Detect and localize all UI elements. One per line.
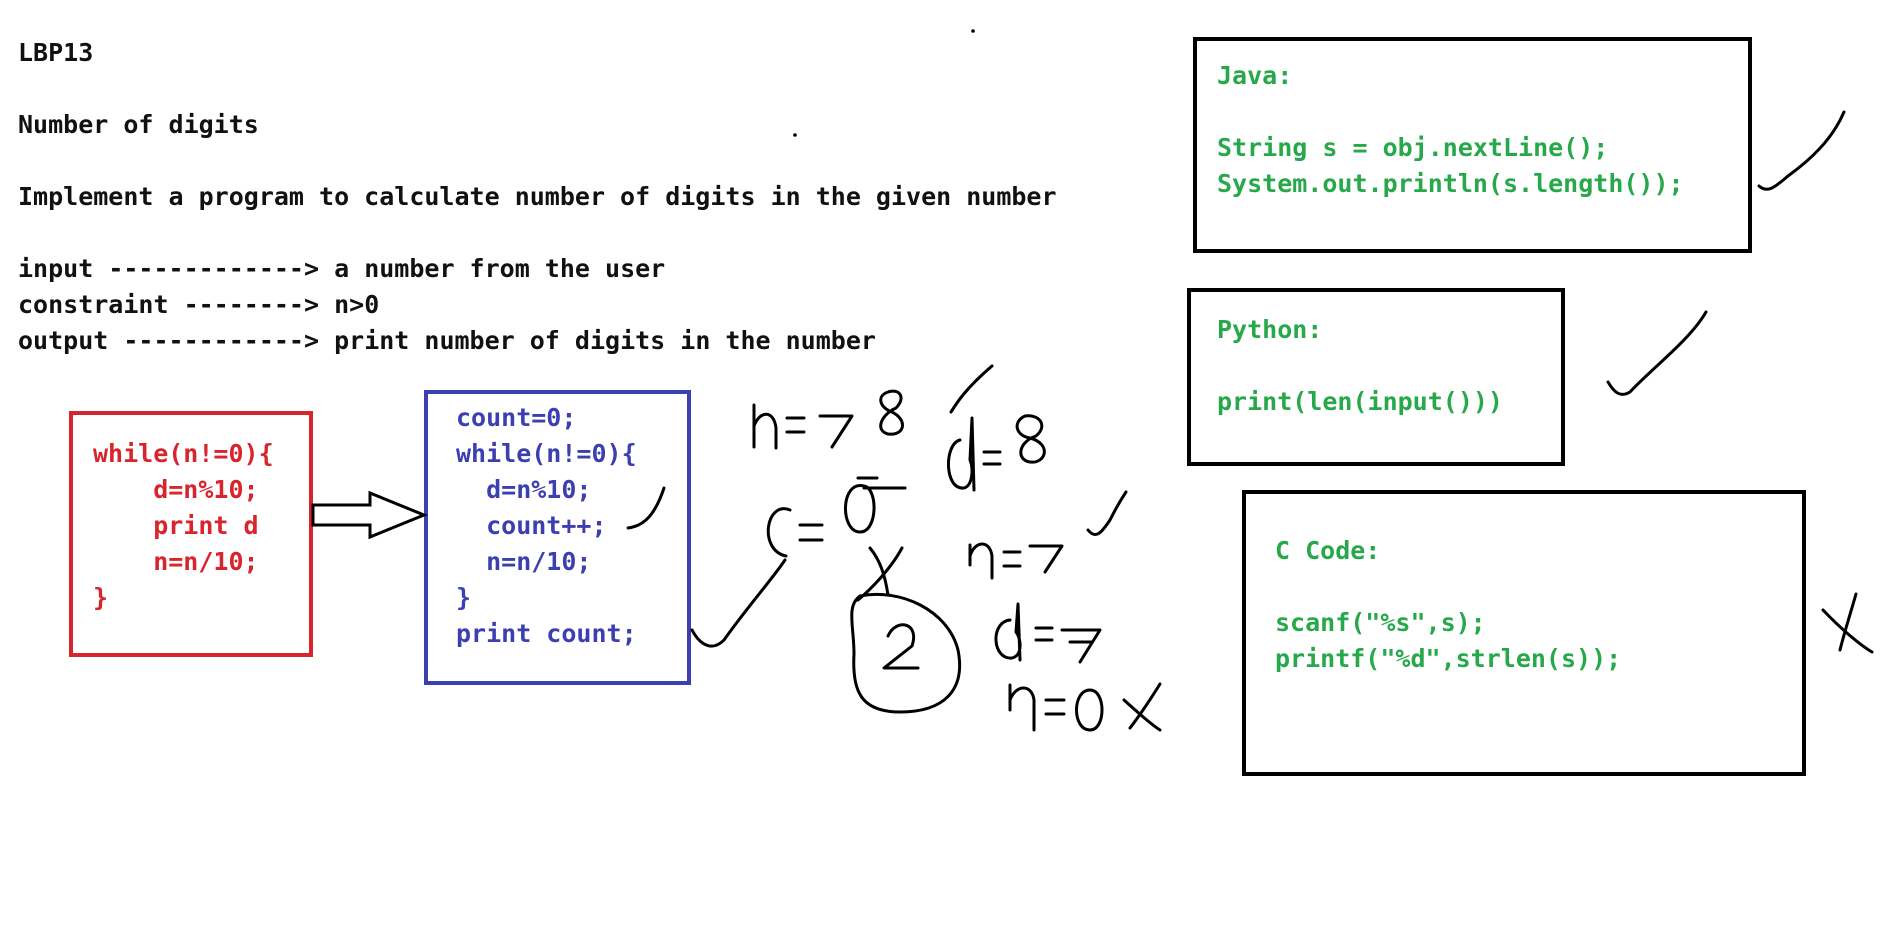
check-mark-icon (1606, 310, 1708, 396)
code-line: n=n/10; (456, 547, 592, 576)
java-code-text: Java: String s = obj.nextLine(); System.… (1217, 58, 1684, 202)
spec-value: n>0 (334, 290, 380, 319)
spec-output: output ------------> print number of dig… (18, 326, 876, 356)
code-line: print d (93, 511, 259, 540)
code-line: count++; (456, 511, 607, 540)
spec-value: print number of digits in the number (334, 326, 876, 355)
handwritten-n-78 (752, 403, 778, 450)
spec-label: input (18, 254, 94, 283)
c-code-box (1242, 490, 1806, 776)
code-id: LBP13 (18, 38, 94, 67)
red-pseudocode-text: while(n!=0){ d=n%10; print d n=n/10; } (93, 436, 274, 616)
code-line: printf("%d",strlen(s)); (1275, 644, 1622, 673)
python-code-text: Python: print(len(input())) (1217, 312, 1503, 420)
page-title: Number of digits (18, 110, 259, 139)
code-line: System.out.println(s.length()); (1217, 169, 1684, 198)
check-mark-icon (1086, 490, 1128, 536)
x-mark-icon (1821, 608, 1874, 654)
spec-arrow: --------> (168, 290, 335, 319)
x-mark-icon (868, 546, 890, 597)
code-line: } (456, 583, 472, 612)
problem-description: Implement a program to calculate number … (18, 182, 1057, 211)
handwritten-n-7 (968, 542, 994, 580)
c-code-text: C Code: scanf("%s",s); printf("%d",strle… (1275, 533, 1621, 677)
handwritten-c-0 (766, 507, 792, 558)
python-box (1187, 288, 1565, 466)
code-line: d=n%10; (456, 475, 592, 504)
spec-label: constraint (18, 290, 169, 319)
spec-input: input -------------> a number from the u… (18, 254, 665, 284)
handwritten-d-7 (994, 602, 1022, 662)
handwritten-n-0 (1008, 683, 1036, 732)
java-box (1193, 37, 1752, 253)
code-line: n=n/10; (93, 547, 259, 576)
check-mark-icon (1757, 110, 1846, 191)
code-line: count=0; (456, 403, 577, 432)
flow-arrow-icon (311, 490, 428, 540)
code-line: print count; (456, 619, 637, 648)
blue-pseudocode-text: count=0; while(n!=0){ d=n%10; count++; n… (456, 400, 637, 652)
handwritten-circled-2 (850, 592, 961, 714)
x-mark-icon (1838, 592, 1858, 652)
spec-constraint: constraint --------> n>0 (18, 290, 379, 320)
code-line: scanf("%s",s); (1275, 608, 1486, 637)
code-line: Python: (1217, 315, 1323, 344)
check-mark-icon (690, 558, 787, 648)
handwritten-d-8 (947, 416, 976, 492)
x-mark-icon (1122, 698, 1162, 732)
code-line: C Code: (1275, 536, 1381, 565)
spec-value: a number from the user (334, 254, 666, 283)
spec-arrow: -------------> (93, 254, 335, 283)
spec-label: output (18, 326, 109, 355)
check-mark-icon (949, 364, 994, 414)
red-pseudocode-box (69, 411, 313, 657)
code-line: Java: (1217, 61, 1293, 90)
stray-dot (971, 29, 975, 33)
code-line: while(n!=0){ (456, 439, 637, 468)
code-line: String s = obj.nextLine(); (1217, 133, 1609, 162)
code-line: while(n!=0){ (93, 439, 274, 468)
spec-arrow: ------------> (108, 326, 335, 355)
stray-dot (793, 133, 797, 137)
code-line: } (93, 583, 109, 612)
code-line: print(len(input())) (1217, 387, 1503, 416)
code-line: d=n%10; (93, 475, 259, 504)
